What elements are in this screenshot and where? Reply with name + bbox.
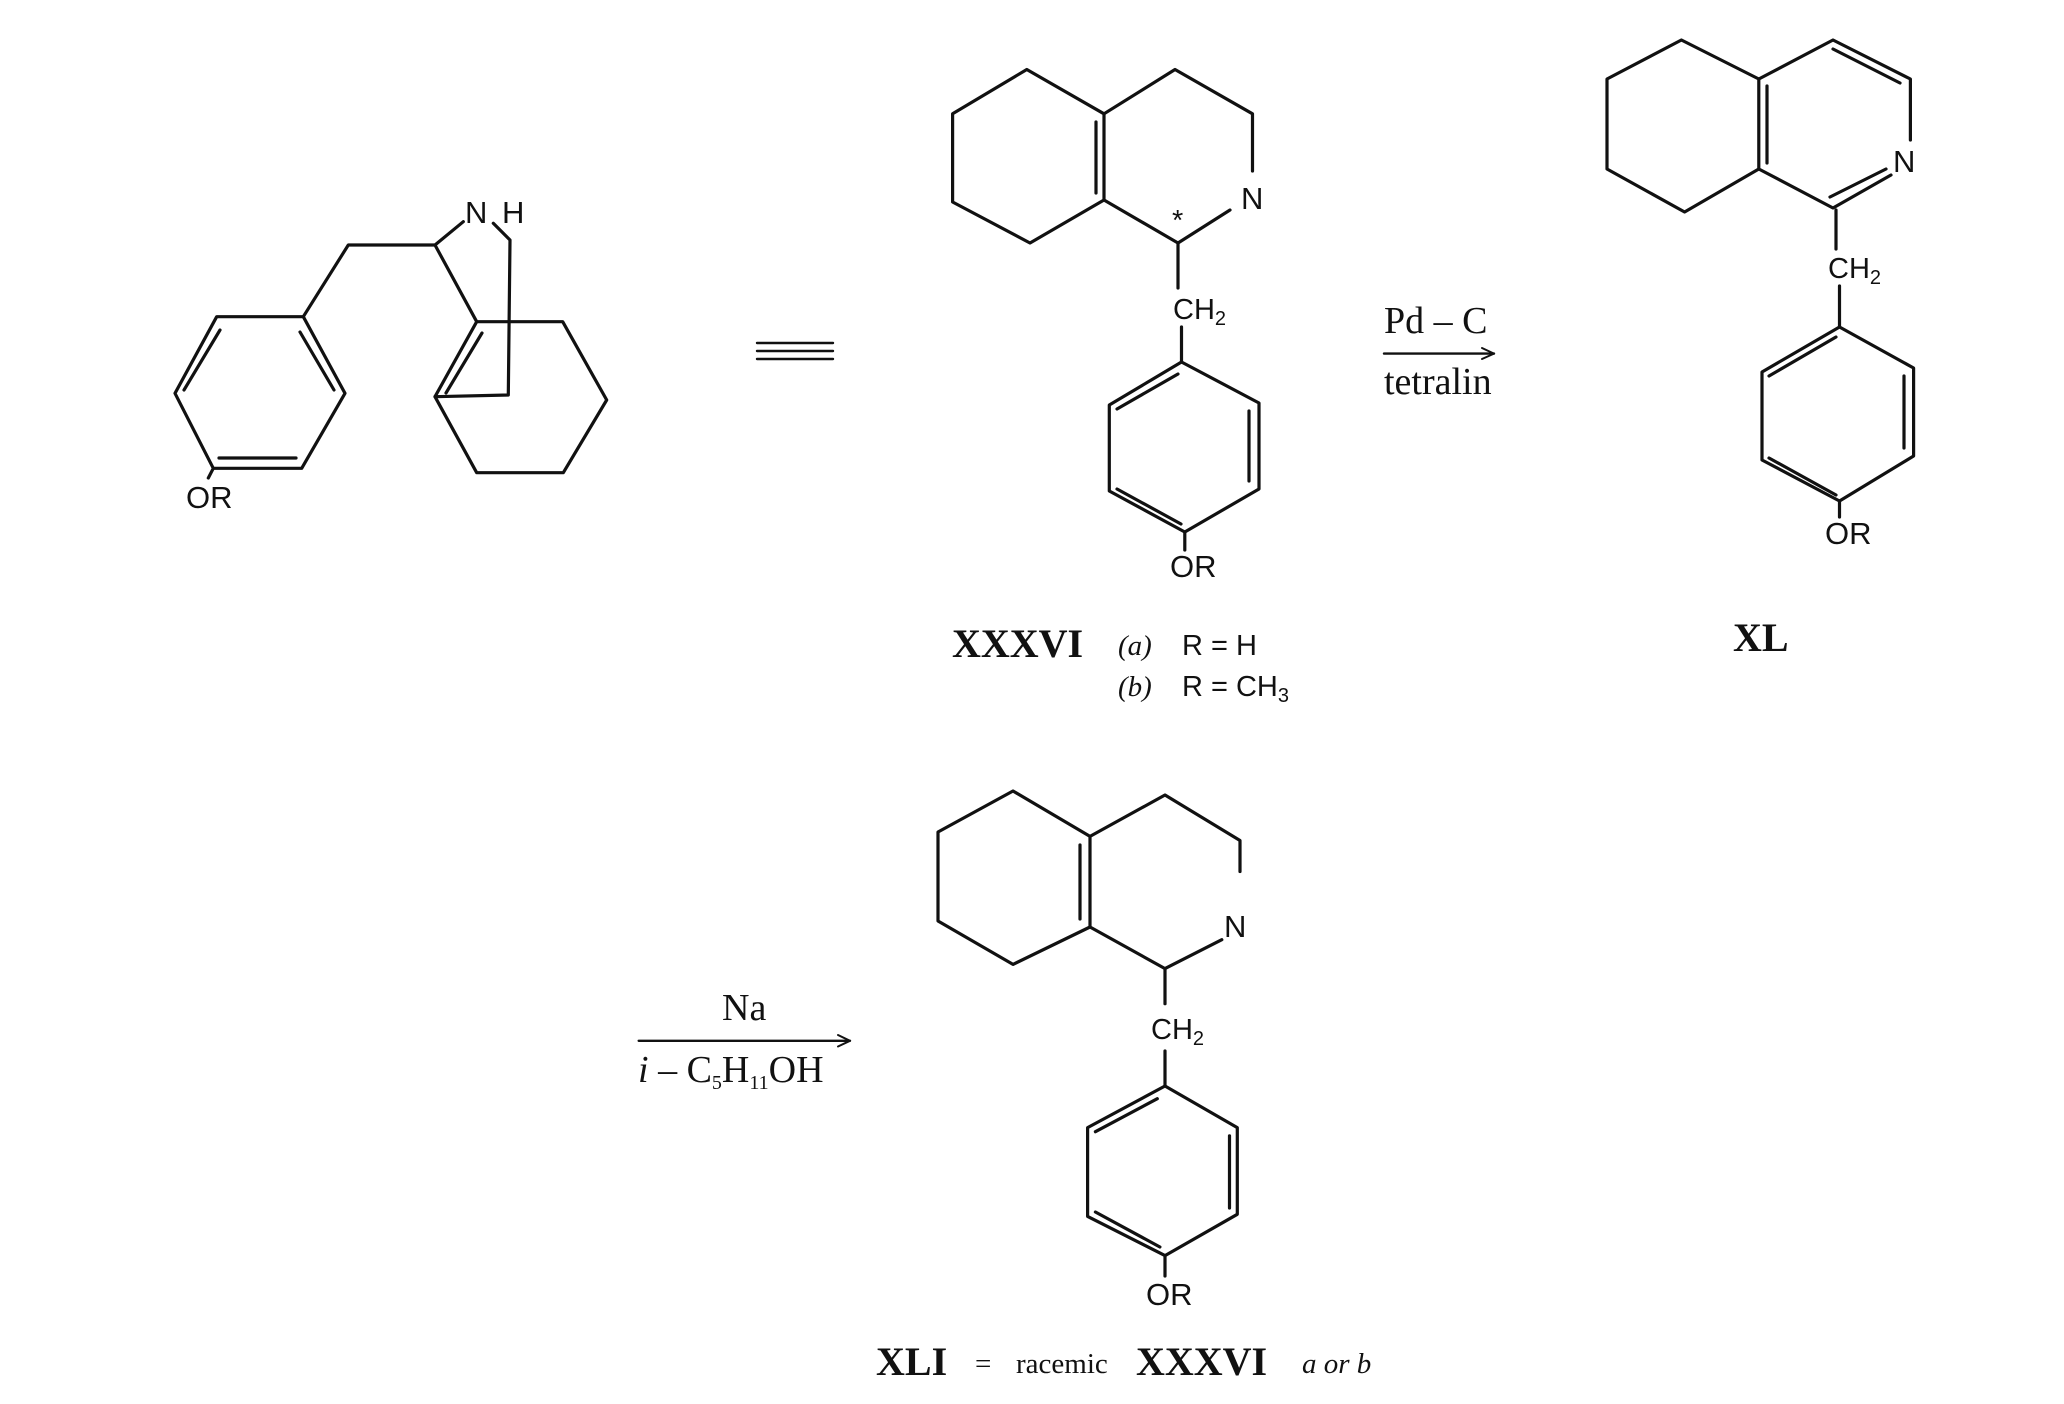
reagent-label: Na — [722, 987, 766, 1029]
bridged-structure: OR N H — [175, 195, 607, 515]
variant-a-tag: (a) — [1118, 630, 1152, 662]
or-group-label: OR — [1170, 549, 1217, 584]
phenyl-ring — [1762, 327, 1914, 501]
nitrogen-label: N — [1241, 181, 1263, 216]
compound-xl: N CH2 OR XL — [1607, 40, 1915, 660]
solvent-label: tetralin — [1384, 361, 1492, 403]
ch2-label: CH2 — [1828, 253, 1881, 289]
phenyl-double-bonds — [184, 330, 334, 458]
piperidine-ring-bonds — [1104, 70, 1253, 172]
phenyl-double-bonds — [1117, 374, 1249, 524]
solvent-label: i – C5H11OH — [638, 1049, 824, 1094]
piperidine-ring-bonds — [1090, 927, 1222, 969]
caption-variants: a or b — [1302, 1348, 1371, 1380]
compound-xxxvi: N * CH2 OR XXXVI (a) R = H (b) R = CH3 — [952, 70, 1289, 708]
piperidine-ring-bonds — [1104, 200, 1230, 243]
cyclohexene-ring — [1607, 40, 1759, 212]
bridge-bonds — [435, 223, 510, 396]
variant-b-tag: (b) — [1118, 671, 1152, 703]
hydrogen-label: H — [502, 195, 524, 230]
piperidine-ring-bonds — [1090, 795, 1240, 872]
cyclohexene-ring — [953, 70, 1104, 244]
compound-label-xxxvi: XXXVI — [952, 621, 1083, 666]
cyclohexene-ring — [938, 791, 1090, 964]
pyridine-ring-bonds — [1759, 40, 1911, 140]
ch2-label: CH2 — [1151, 1014, 1204, 1050]
phenyl-ring — [175, 317, 345, 469]
or-group-label: OR — [1825, 516, 1872, 551]
caption-compound-xli: XLI — [876, 1339, 947, 1384]
ring-link-bond — [435, 245, 477, 322]
nitrogen-label: N — [1893, 144, 1915, 179]
variant-a-definition: R = H — [1182, 630, 1257, 662]
equivalence-sign — [757, 343, 833, 359]
nitrogen-label: N — [1224, 909, 1246, 944]
reagent-label: Pd – C — [1384, 300, 1487, 342]
caption-compound-xxxvi: XXXVI — [1136, 1339, 1267, 1384]
or-group-label: OR — [1146, 1277, 1193, 1312]
caption: XLI = racemic XXXVI a or b — [876, 1339, 1371, 1384]
compound-label-xl: XL — [1733, 615, 1789, 660]
phenyl-ring — [1109, 362, 1259, 532]
nitrogen-label: N — [465, 195, 487, 230]
ch2-label: CH2 — [1173, 294, 1226, 330]
caption-racemic: racemic — [1016, 1348, 1108, 1380]
chain-bonds — [303, 222, 463, 317]
compound-xli: N CH2 OR — [938, 791, 1246, 1312]
chiral-center-star: * — [1172, 205, 1183, 237]
or-group-label: OR — [186, 480, 233, 515]
caption-equals: = — [975, 1348, 991, 1380]
phenyl-double-bonds — [1095, 1099, 1229, 1247]
reaction-arrow-na: Na i – C5H11OH — [638, 987, 850, 1094]
reaction-arrow-pd-c: Pd – C tetralin — [1384, 300, 1494, 403]
or-bond — [208, 468, 213, 478]
pyridine-double-bond — [1833, 49, 1900, 83]
phenyl-double-bonds — [1769, 337, 1904, 495]
variant-b-definition: R = CH3 — [1182, 671, 1289, 707]
phenyl-ring — [1088, 1086, 1238, 1256]
